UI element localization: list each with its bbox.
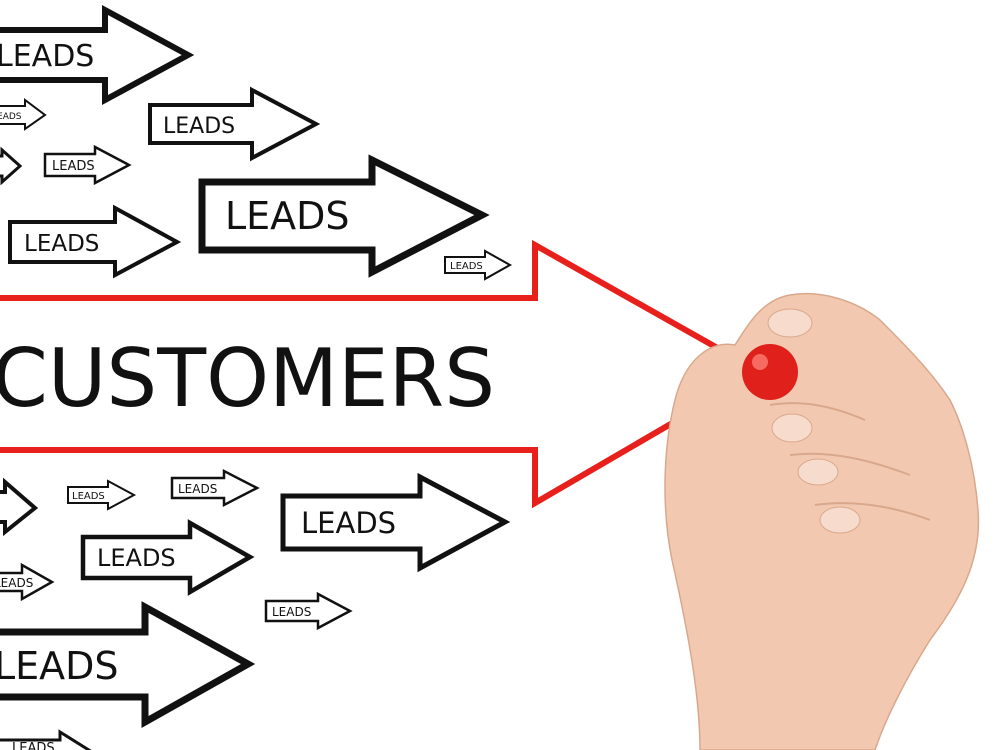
lead-arrow-icon: [0, 477, 39, 537]
lead-arrow-icon: LEADS: [0, 562, 55, 602]
svg-text:LEADS: LEADS: [0, 644, 119, 688]
hand-with-marker: [664, 293, 980, 750]
svg-text:LEADS: LEADS: [178, 482, 217, 496]
svg-text:LEADS: LEADS: [272, 605, 311, 619]
svg-text:LEADS: LEADS: [52, 159, 95, 174]
svg-text:LEADS: LEADS: [450, 261, 483, 272]
svg-text:LEADS: LEADS: [0, 112, 22, 122]
svg-text:LEADS: LEADS: [12, 741, 55, 750]
svg-text:LEADS: LEADS: [72, 491, 105, 502]
lead-arrow-icon: LEADS: [0, 98, 47, 131]
lead-arrow-icon: LEADS: [264, 591, 353, 631]
lead-arrow-icon: LEADS: [170, 468, 260, 508]
customers-label: CUSTOMERS: [0, 332, 495, 425]
svg-text:LEADS: LEADS: [225, 194, 350, 238]
svg-text:LEADS: LEADS: [24, 231, 99, 257]
lead-arrow-icon: [0, 146, 23, 186]
lead-arrow-icon: LEADS: [444, 249, 513, 281]
lead-arrow-icon: LEADS: [43, 144, 132, 186]
lead-arrow-icon: LEADS: [80, 519, 255, 596]
svg-text:LEADS: LEADS: [163, 114, 235, 139]
lead-arrow-icon: LEADS: [148, 86, 321, 162]
lead-arrow-icon: LEADS: [0, 4, 195, 106]
lead-arrow-icon: LEADS: [0, 729, 92, 750]
lead-arrow-icon: LEADS: [0, 601, 256, 728]
marker-cap-icon: [742, 344, 798, 400]
svg-text:LEADS: LEADS: [301, 506, 396, 540]
lead-arrow-icon: LEADS: [280, 472, 511, 573]
svg-text:LEADS: LEADS: [0, 39, 94, 74]
customers-arrow-icon: CUSTOMERS: [0, 239, 767, 509]
lead-arrow-icon: LEADS: [8, 204, 182, 279]
lead-arrow-icon: LEADS: [67, 479, 137, 511]
svg-text:LEADS: LEADS: [0, 576, 33, 590]
svg-text:LEADS: LEADS: [97, 544, 176, 572]
lead-arrow-icon: LEADS: [198, 154, 490, 278]
